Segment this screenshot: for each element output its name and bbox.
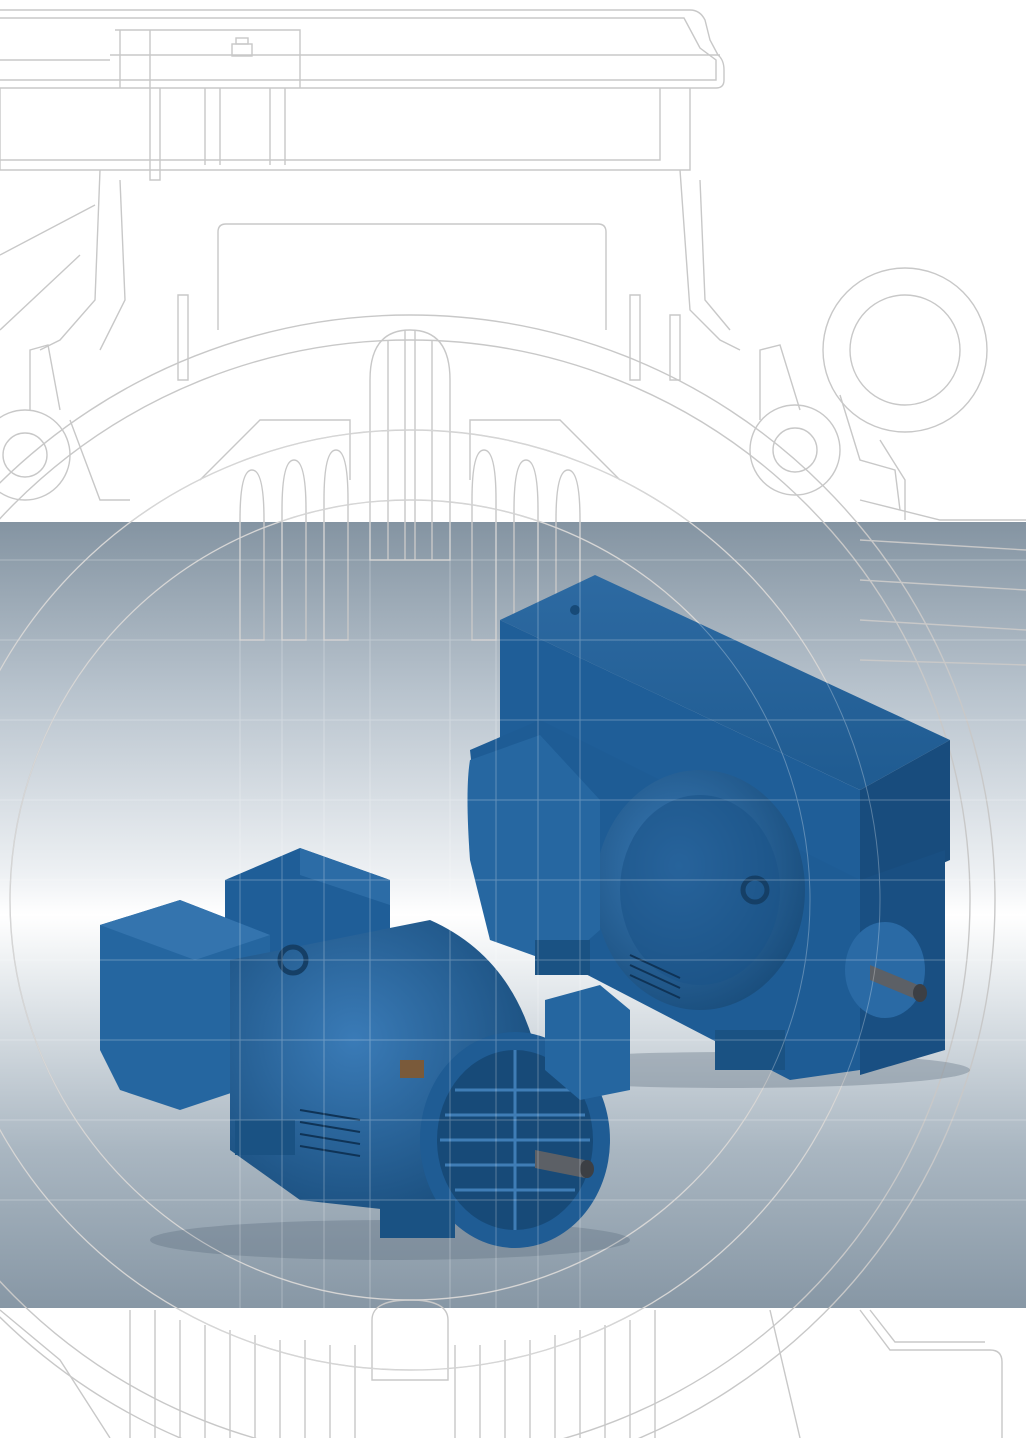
small-blue-motor bbox=[100, 848, 630, 1260]
large-blue-motor bbox=[467, 575, 970, 1088]
